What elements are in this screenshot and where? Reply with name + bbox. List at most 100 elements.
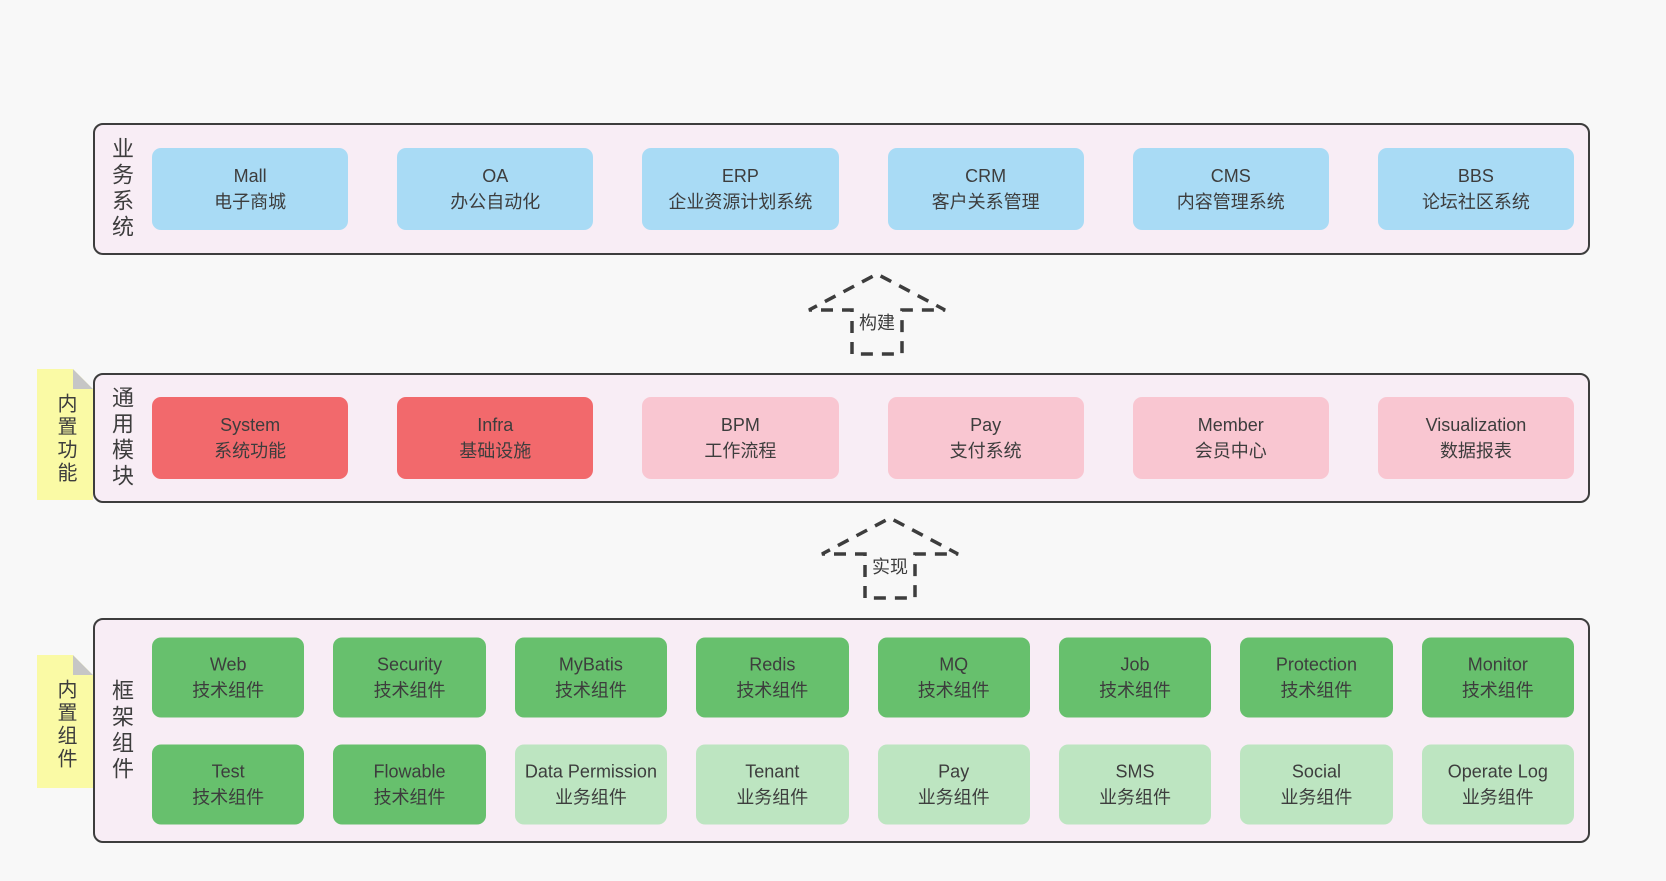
box-desc: 支付系统 [949,441,1022,461]
box-flowable: Flowable 技术组件 [333,744,486,824]
business-box-row: Mall 电子商城 OA 办公自动化 ERP 企业资源计划系统 CRM 客户关系… [152,148,1575,230]
box-name: Test [211,761,245,781]
box-bbs: BBS 论坛社区系统 [1377,148,1575,230]
box-desc: 技术组件 [736,680,809,700]
box-mybatis: MyBatis 技术组件 [514,637,668,717]
box-cms: CMS 内容管理系统 [1132,148,1329,230]
box-desc: 技术组件 [192,680,265,700]
box-name: Tenant [745,761,800,781]
box-web: Web 技术组件 [152,637,305,717]
box-name: Infra [477,415,514,435]
box-erp: ERP 企业资源计划系统 [642,148,839,230]
box-protection: Protection 技术组件 [1240,637,1393,717]
box-data-permission: Data Permission 业务组件 [514,744,668,824]
box-desc: 客户关系管理 [931,192,1040,212]
box-desc: 基础设施 [459,441,532,461]
components-row-2: Test 技术组件 Flowable 技术组件 Data Permission … [152,744,1574,824]
section-label: 业务系统 [109,137,134,241]
box-name: Flowable [373,761,446,781]
box-desc: 技术组件 [917,680,990,700]
box-name: Web [209,654,247,674]
box-desc: 办公自动化 [450,192,541,212]
box-name: ERP [721,166,759,186]
box-desc: 企业资源计划系统 [668,192,813,212]
box-name: SMS [1115,761,1155,781]
box-crm: CRM 客户关系管理 [887,148,1084,230]
box-name: Protection [1275,654,1357,674]
box-monitor: Monitor 技术组件 [1421,637,1574,717]
sticky-tab-label: 内置功能 [54,393,76,485]
box-desc: 技术组件 [554,680,627,700]
box-name: MQ [939,654,969,674]
box-desc: 业务组件 [917,787,990,807]
box-name: Social [1291,761,1341,781]
box-security: Security 技术组件 [333,637,486,717]
box-desc: 技术组件 [373,787,446,807]
box-pay: Pay 支付系统 [887,397,1084,479]
box-tenant: Tenant 业务组件 [696,744,849,824]
box-desc: 业务组件 [1461,787,1534,807]
section-framework-components: 框架组件 Web 技术组件 Security 技术组件 MyBatis 技术组件… [93,618,1590,843]
box-visualization: Visualization 数据报表 [1377,397,1575,479]
box-name: CMS [1210,166,1251,186]
box-name: Security [377,654,443,674]
box-desc: 工作流程 [704,441,777,461]
box-desc: 内容管理系统 [1176,192,1285,212]
box-name: Pay [938,761,970,781]
box-desc: 业务组件 [554,787,627,807]
box-infra: Infra 基础设施 [397,397,594,479]
up-arrow-icon [821,516,959,600]
box-desc: 技术组件 [1461,680,1534,700]
implement-arrow: 实现 [820,516,960,600]
box-name: Monitor [1467,654,1528,674]
box-name: Redis [749,654,796,674]
sticky-tab-label: 内置组件 [54,679,76,771]
box-desc: 业务组件 [1280,787,1353,807]
box-job: Job 技术组件 [1058,637,1212,717]
build-arrow: 构建 [807,272,947,356]
box-desc: 技术组件 [1099,680,1172,700]
section-common-modules: 通用模块 System 系统功能 Infra 基础设施 BPM 工作流程 Pay… [93,373,1590,503]
box-name: Member [1197,415,1264,435]
modules-box-row: System 系统功能 Infra 基础设施 BPM 工作流程 Pay 支付系统… [152,397,1575,479]
box-name: OA [482,166,509,186]
box-desc: 技术组件 [192,787,265,807]
box-pay-biz: Pay 业务组件 [877,744,1030,824]
box-desc: 论坛社区系统 [1421,192,1530,212]
box-member: Member 会员中心 [1132,397,1329,479]
up-arrow-icon [808,272,946,356]
box-desc: 业务组件 [736,787,809,807]
components-row-1: Web 技术组件 Security 技术组件 MyBatis 技术组件 Redi… [152,637,1574,717]
box-operate-log: Operate Log 业务组件 [1421,744,1574,824]
sticky-tab-built-in-features: 内置功能 [37,369,93,500]
box-desc: 电子商城 [214,192,287,212]
box-desc: 技术组件 [1280,680,1353,700]
box-mq: MQ 技术组件 [877,637,1030,717]
box-system: System 系统功能 [152,397,349,479]
box-social: Social 业务组件 [1240,744,1393,824]
section-business-systems: 业务系统 Mall 电子商城 OA 办公自动化 ERP 企业资源计划系统 CRM… [93,123,1590,255]
box-name: CRM [965,166,1007,186]
box-desc: 技术组件 [373,680,446,700]
sticky-tab-built-in-components: 内置组件 [37,655,93,788]
box-name: Operate Log [1447,761,1548,781]
box-desc: 数据报表 [1439,441,1512,461]
box-name: Pay [970,415,1002,435]
box-desc: 系统功能 [214,441,287,461]
box-redis: Redis 技术组件 [696,637,849,717]
arrow-label: 实现 [868,552,912,581]
arrow-label: 构建 [855,308,899,337]
section-label: 框架组件 [109,678,134,783]
box-mall: Mall 电子商城 [152,148,349,230]
components-box-rows: Web 技术组件 Security 技术组件 MyBatis 技术组件 Redi… [152,637,1574,824]
box-test: Test 技术组件 [152,744,305,824]
box-name: Mall [233,166,267,186]
box-name: System [220,415,281,435]
box-name: MyBatis [558,654,623,674]
box-sms: SMS 业务组件 [1058,744,1212,824]
box-name: BPM [720,415,760,435]
folded-corner-icon [73,655,93,675]
box-name: Visualization [1425,415,1527,435]
box-name: Job [1120,654,1150,674]
